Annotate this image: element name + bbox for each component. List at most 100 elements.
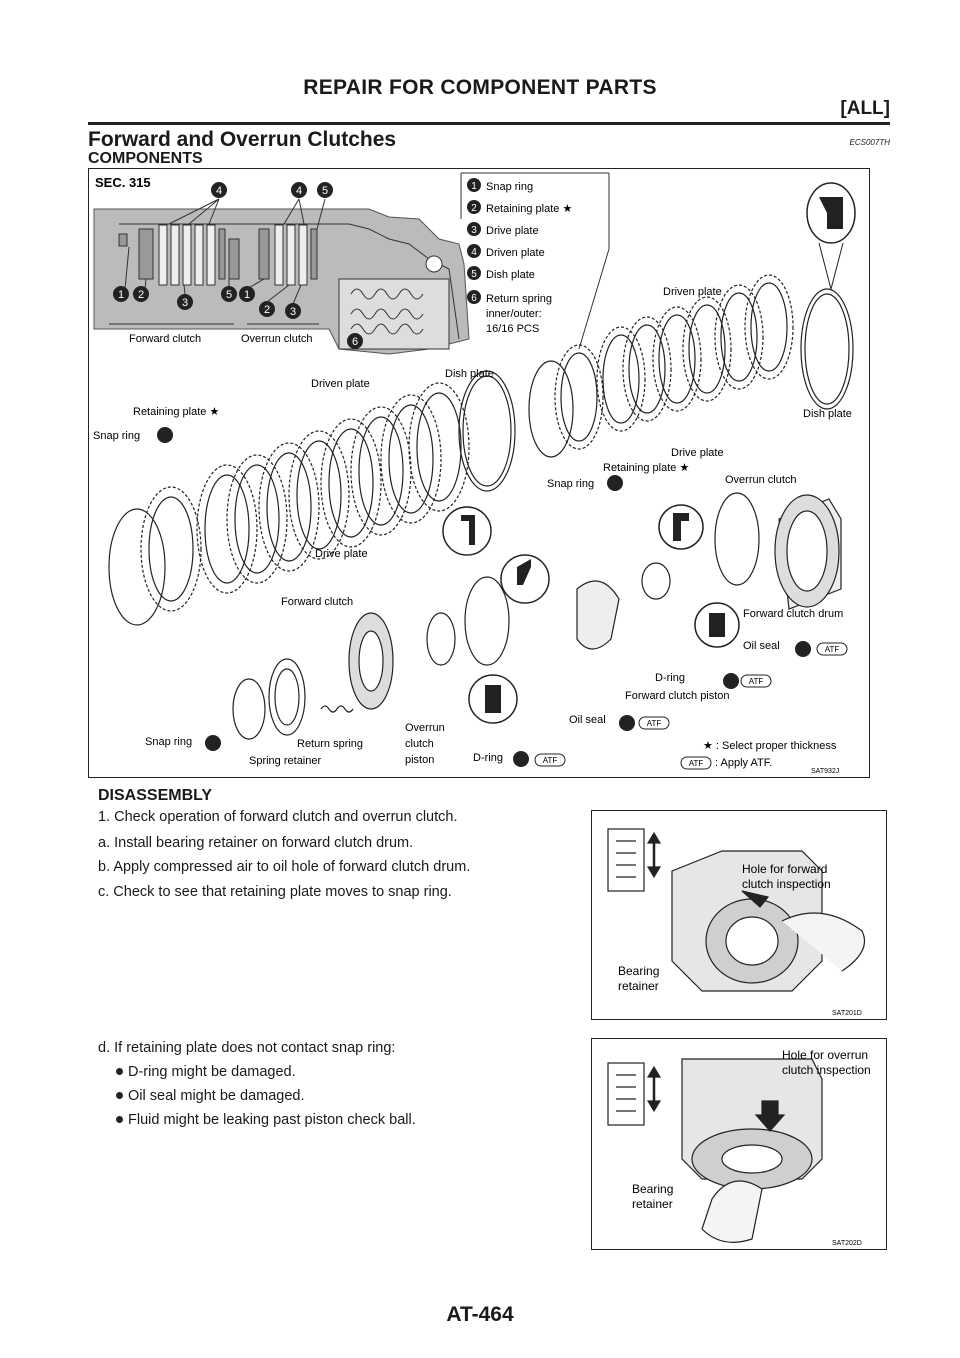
drum-drawing <box>681 1058 823 1243</box>
section-title: Forward and Overrun Clutches <box>88 128 397 151</box>
sec-label: SEC. 315 <box>95 175 151 190</box>
forward-clutch-plates <box>108 370 516 626</box>
pressure-gauge-icon <box>607 1062 662 1126</box>
diagram-labels: Driven plate Dish plate Driven plate Ret… <box>93 286 852 769</box>
bullet-item: Fluid might be leaking past piston check… <box>116 1112 416 1128</box>
overrun-clutch-small-label: Overrun clutch <box>241 333 313 345</box>
svg-text:ATF: ATF <box>689 759 704 768</box>
svg-text:D-ring: D-ring <box>473 752 503 764</box>
drawing-callouts: 4 4 5 1 2 3 5 1 2 3 6 <box>113 182 363 349</box>
svg-text:16/16 PCS: 16/16 PCS <box>486 323 539 335</box>
svg-text:D-ring: D-ring <box>655 672 685 684</box>
bearing-label-1: Bearing <box>618 964 659 978</box>
svg-text:Forward clutch drum: Forward clutch drum <box>743 608 843 620</box>
page-number: AT-464 <box>446 1303 514 1326</box>
step-c: c. Check to see that retaining plate mov… <box>98 884 452 900</box>
svg-text:Snap ring: Snap ring <box>145 736 192 748</box>
svg-text:1: 1 <box>118 289 124 301</box>
svg-text:Dish plate: Dish plate <box>445 368 494 380</box>
step-d: d. If retaining plate does not contact s… <box>98 1040 396 1056</box>
svg-text:3: 3 <box>471 225 477 236</box>
hole-label-2: clutch inspection <box>782 1063 871 1077</box>
svg-text:4: 4 <box>471 247 477 258</box>
bullet-item: D-ring might be damaged. <box>116 1064 296 1080</box>
fig3-code: SAT202D <box>832 1240 862 1247</box>
svg-text:Dish plate: Dish plate <box>486 269 535 281</box>
svg-text:Spring retainer: Spring retainer <box>249 755 321 767</box>
svg-text:Oil seal: Oil seal <box>743 640 780 652</box>
pressure-gauge-icon <box>607 828 662 892</box>
svg-text:2: 2 <box>264 304 270 316</box>
svg-text:Forward clutch piston: Forward clutch piston <box>625 690 730 702</box>
view-arrow-icon <box>806 182 856 291</box>
svg-text:Retaining plate ★: Retaining plate ★ <box>486 203 572 215</box>
overrun-clutch-inspection-figure: Hole for overrun clutch inspection Beari… <box>591 1038 887 1250</box>
bearing-label-2: retainer <box>632 1197 673 1211</box>
svg-text:Oil seal: Oil seal <box>569 714 606 726</box>
forward-clutch-drum <box>774 494 842 610</box>
svg-text:2: 2 <box>138 289 144 301</box>
svg-text:Snap ring: Snap ring <box>93 430 140 442</box>
bullet-item: Oil seal might be damaged. <box>116 1088 305 1104</box>
fig1-code: SAT932J <box>811 768 839 775</box>
svg-text:★ : Select proper thickness: ★ : Select proper thickness <box>703 740 837 752</box>
forward-clutch-small-label: Forward clutch <box>129 333 201 345</box>
header-tag: [ALL] <box>840 98 890 119</box>
components-diagram: SEC. 315 4 4 5 1 <box>88 168 870 778</box>
svg-text:5: 5 <box>226 289 232 301</box>
replace-icons <box>157 427 811 767</box>
svg-text:Driven plate: Driven plate <box>486 247 545 259</box>
forward-clutch-inspection-figure: Hole for forward clutch inspection Beari… <box>591 810 887 1020</box>
step-a: a. Install bearing retainer on forward c… <box>98 835 414 851</box>
svg-text:Forward clutch: Forward clutch <box>281 596 353 608</box>
svg-text:: Apply ATF.: : Apply ATF. <box>715 757 772 769</box>
hole-label-1: Hole for overrun <box>782 1048 868 1062</box>
svg-text:Overrun: Overrun <box>405 722 445 734</box>
svg-text:3: 3 <box>182 297 188 309</box>
svg-text:6: 6 <box>471 293 477 304</box>
overrun-clutch-plates <box>528 274 854 458</box>
svg-text:6: 6 <box>352 336 358 348</box>
svg-text:Snap ring: Snap ring <box>486 181 533 193</box>
svg-text:Retaining plate ★: Retaining plate ★ <box>603 462 689 474</box>
atf-badges: ATF ATF ATF ATF ATF <box>534 642 848 770</box>
svg-text:5: 5 <box>322 185 328 197</box>
fig2-code: SAT201D <box>832 1010 862 1017</box>
header-rule <box>88 122 890 125</box>
header-title: REPAIR FOR COMPONENT PARTS <box>303 76 657 99</box>
svg-text:4: 4 <box>216 185 222 197</box>
legend: 1 Snap ring 2 Retaining plate ★ 3 Drive … <box>467 178 572 335</box>
piston-parts <box>232 492 760 740</box>
svg-text:Return spring: Return spring <box>297 738 363 750</box>
svg-text:inner/outer:: inner/outer: <box>486 308 542 320</box>
components-heading: COMPONENTS <box>88 150 203 167</box>
svg-text:Drive plate: Drive plate <box>486 225 539 237</box>
svg-text:1: 1 <box>244 289 250 301</box>
step-b: b. Apply compressed air to oil hole of f… <box>98 859 471 875</box>
svg-text:Drive plate: Drive plate <box>671 447 724 459</box>
callout-leaders <box>109 198 326 325</box>
svg-text:ATF: ATF <box>749 677 764 686</box>
svg-text:Overrun clutch: Overrun clutch <box>725 474 797 486</box>
step-1: 1. Check operation of forward clutch and… <box>98 809 458 825</box>
svg-text:Return spring: Return spring <box>486 293 552 305</box>
svg-text:ATF: ATF <box>647 719 662 728</box>
bearing-label-1: Bearing <box>632 1182 673 1196</box>
svg-text:Driven plate: Driven plate <box>311 378 370 390</box>
svg-text:4: 4 <box>296 185 302 197</box>
svg-text:1: 1 <box>471 181 477 192</box>
bearing-label-2: retainer <box>618 979 659 993</box>
section-code: ECS007TH <box>849 138 890 147</box>
svg-text:Snap ring: Snap ring <box>547 478 594 490</box>
svg-text:clutch: clutch <box>405 738 434 750</box>
svg-text:ATF: ATF <box>543 756 558 765</box>
svg-text:Retaining plate ★: Retaining plate ★ <box>133 406 219 418</box>
svg-text:3: 3 <box>290 306 296 318</box>
svg-text:ATF: ATF <box>825 645 840 654</box>
hole-label-1: Hole for forward <box>742 862 827 876</box>
svg-text:Dish plate: Dish plate <box>803 408 852 420</box>
cross-section-drawing <box>93 208 470 355</box>
svg-text:2: 2 <box>471 203 477 214</box>
svg-text:Driven plate: Driven plate <box>663 286 722 298</box>
hole-label-2: clutch inspection <box>742 877 831 891</box>
